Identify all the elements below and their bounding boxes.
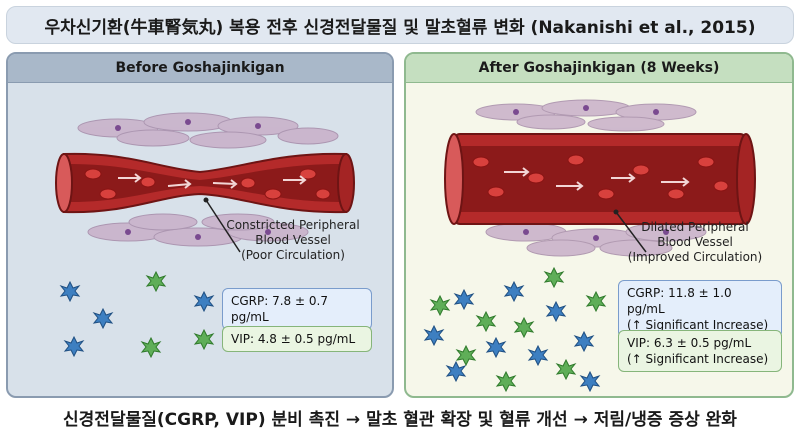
footer-summary: 신경전달물질(CGRP, VIP) 분비 촉진 → 말초 혈관 확장 및 혈류 … bbox=[0, 402, 800, 432]
red-blood-cells bbox=[472, 154, 729, 200]
after-scene bbox=[423, 99, 756, 393]
caption-pointer bbox=[205, 199, 241, 253]
vip-star-icon bbox=[140, 270, 215, 359]
tissue-cells bbox=[77, 112, 339, 247]
before-panel-header: Before Goshajinkigan bbox=[8, 54, 392, 83]
before-panel: Before Goshajinkigan bbox=[6, 52, 394, 398]
caption-pointer bbox=[615, 211, 647, 253]
before-scene bbox=[55, 112, 355, 359]
footer-text: 신경전달물질(CGRP, VIP) 분비 촉진 → 말초 혈관 확장 및 혈류 … bbox=[63, 409, 737, 430]
after-caption: Dilated Peripheral Blood Vessel (Improve… bbox=[627, 220, 763, 264]
flow-arrow-icon bbox=[118, 173, 307, 189]
after-cgrp-badge: CGRP: 11.8 ± 1.0 pg/mL (↑ Significant In… bbox=[618, 280, 782, 338]
red-blood-cells bbox=[84, 168, 331, 200]
tissue-nuclei bbox=[513, 105, 669, 241]
cgrp-star-icon bbox=[59, 280, 215, 358]
after-panel-title: After Goshajinkigan (8 Weeks) bbox=[478, 60, 720, 76]
before-cgrp-badge: CGRP: 7.8 ± 0.7 pg/mL bbox=[222, 288, 372, 330]
title-bar: 우차신기환(牛車腎気丸) 복용 전후 신경전달물질 및 말초혈류 변화 (Nak… bbox=[6, 6, 794, 44]
before-caption: Constricted Peripheral Blood Vessel (Poo… bbox=[226, 218, 360, 262]
before-panel-title: Before Goshajinkigan bbox=[115, 60, 285, 76]
flow-arrow-icon bbox=[504, 167, 690, 191]
page-title: 우차신기환(牛車腎気丸) 복용 전후 신경전달물질 및 말초혈류 변화 (Nak… bbox=[44, 17, 756, 38]
cgrp-star-icon bbox=[423, 280, 601, 393]
after-panel-header: After Goshajinkigan (8 Weeks) bbox=[406, 54, 792, 83]
tissue-nuclei bbox=[115, 119, 271, 240]
after-vip-badge: VIP: 6.3 ± 0.5 pg/mL (↑ Significant Incr… bbox=[618, 330, 782, 372]
vip-star-icon bbox=[429, 266, 607, 393]
before-vip-badge: VIP: 4.8 ± 0.5 pg/mL bbox=[222, 326, 372, 352]
after-panel: After Goshajinkigan (8 Weeks) bbox=[404, 52, 794, 398]
